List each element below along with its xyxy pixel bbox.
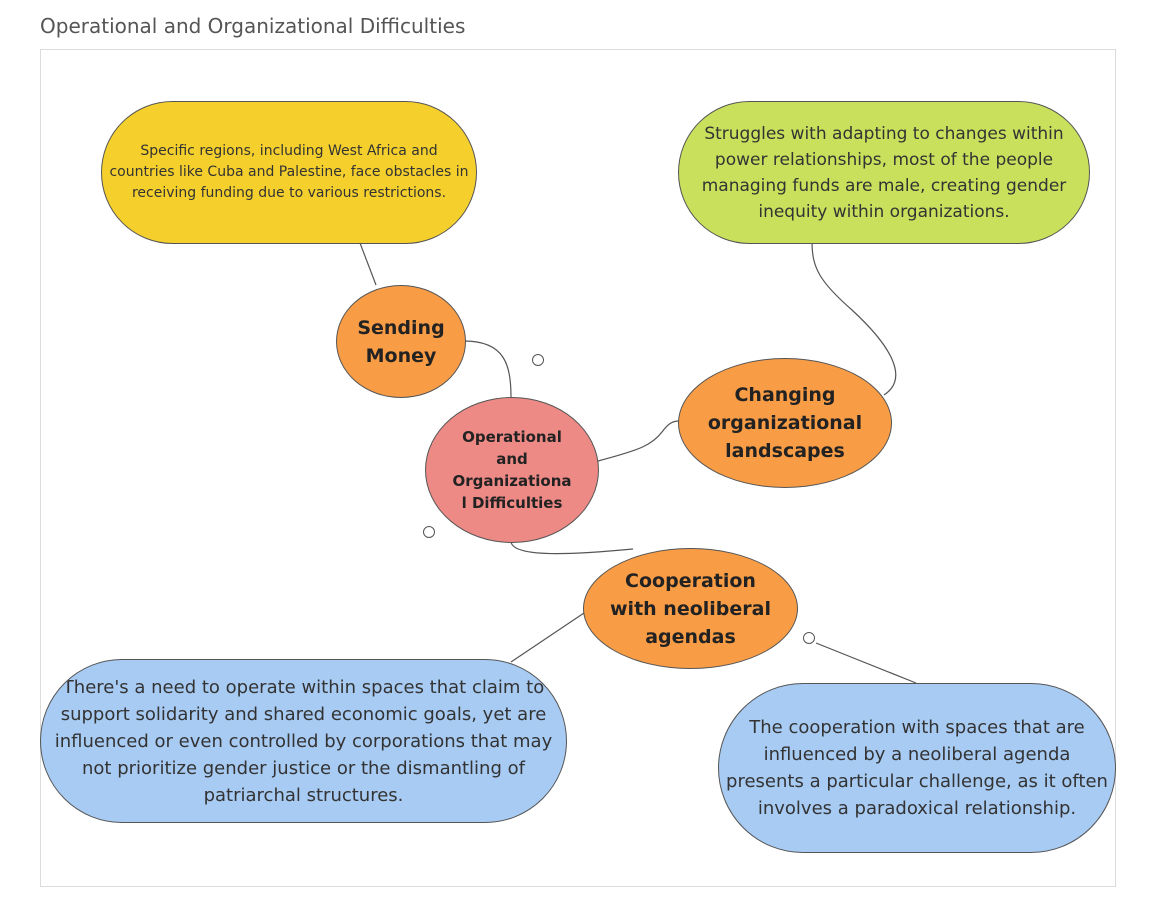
topic-cooperation-label: Cooperation with neoliberal agendas: [610, 569, 771, 648]
note-paradox-text: The cooperation with spaces that are inf…: [726, 717, 1108, 819]
add-node-handle-right[interactable]: [803, 632, 815, 644]
note-solidarity-spaces[interactable]: There's a need to operate within spaces …: [40, 659, 567, 823]
note-power-relationships[interactable]: Struggles with adapting to changes withi…: [678, 101, 1090, 244]
add-node-handle-left[interactable]: [423, 526, 435, 538]
topic-changing-landscapes[interactable]: Changing organizational landscapes: [678, 358, 892, 488]
topic-changing-landscapes-label: Changing organizational landscapes: [707, 384, 863, 462]
note-regions-text: Specific regions, including West Africa …: [109, 143, 469, 201]
add-node-handle-top[interactable]: [532, 354, 544, 366]
central-topic[interactable]: Operational and Organizationa l Difficul…: [425, 397, 599, 543]
central-topic-label: Operational and Organizationa l Difficul…: [452, 428, 572, 512]
topic-sending-money[interactable]: Sending Money: [336, 285, 466, 398]
page-title: Operational and Organizational Difficult…: [40, 14, 466, 38]
note-paradox[interactable]: The cooperation with spaces that are inf…: [718, 683, 1116, 853]
note-power-relationships-text: Struggles with adapting to changes withi…: [701, 123, 1067, 222]
note-regions[interactable]: Specific regions, including West Africa …: [101, 101, 477, 244]
topic-sending-money-label: Sending Money: [357, 316, 445, 367]
topic-cooperation[interactable]: Cooperation with neoliberal agendas: [583, 548, 798, 669]
note-solidarity-spaces-text: There's a need to operate within spaces …: [54, 676, 553, 806]
